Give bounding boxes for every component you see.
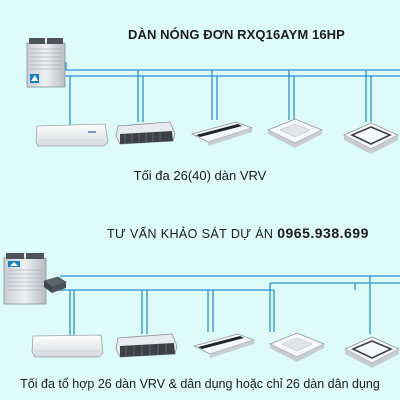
top-system-caption: Tối đa 26(40) dàn VRV [133,168,267,183]
top-main-pipe [65,62,400,71]
top-ducted-unit [115,121,176,145]
bottom-ducted-unit [115,333,178,358]
hotline-phone-number[interactable]: 0965.938.699 [277,225,369,241]
bottom-one-way-cassette-unit [192,333,256,358]
bottom-outdoor-unit [3,253,47,305]
bottom-wall-mounted-unit [31,334,104,358]
bottom-round-flow-cassette-unit [344,336,400,368]
top-round-flow-cassette-unit [343,122,399,154]
bottom-system-caption: Tối đa tổ hợp 26 dàn VRV & dân dụng hoặc… [20,377,380,391]
top-wall-mounted-unit [35,123,109,147]
consultation-label: TƯ VẤN KHẢO SÁT DỰ ÁN [107,227,274,241]
top-main-pipe-2 [57,62,400,77]
top-one-way-cassette-unit [190,121,254,146]
consultation-banner: TƯ VẤN KHẢO SÁT DỰ ÁN 0965.938.699 [107,225,369,241]
top-piping [57,62,400,128]
top-four-way-cassette-unit [267,118,323,148]
diagram-title: DÀN NÓNG ĐƠN RXQ16AYM 16HP [128,27,345,42]
bottom-piping [52,275,400,338]
top-outdoor-unit [26,38,66,88]
bottom-four-way-cassette-unit [269,332,325,362]
bottom-bp-branch-box [43,276,67,293]
